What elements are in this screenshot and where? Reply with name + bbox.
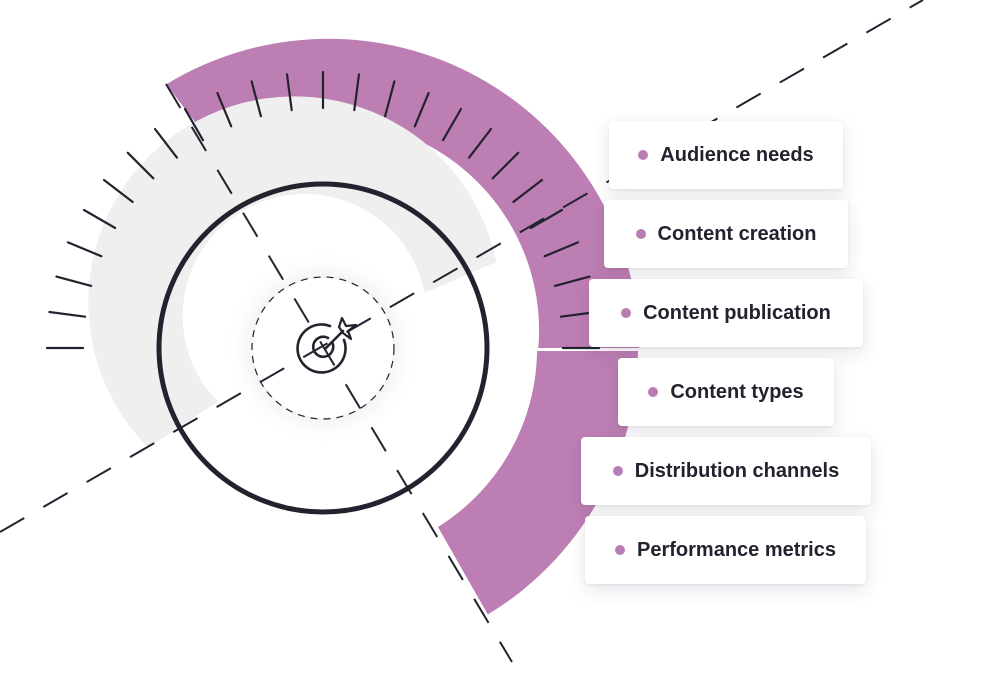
bullet-dot: [621, 308, 632, 318]
label-distribution-channels: Distribution channels: [581, 437, 871, 505]
tick-mark: [66, 241, 103, 258]
tick-mark: [553, 275, 591, 287]
outer-accent-arc: [166, 38, 640, 615]
tick-mark: [512, 178, 544, 203]
tick-mark: [55, 275, 93, 287]
tick-mark: [102, 178, 134, 203]
label-text: Audience needs: [660, 143, 814, 166]
target-with-arrow-icon: [296, 316, 358, 374]
label-performance-metrics: Performance metrics: [585, 516, 866, 584]
dashed-axis-secondary: [165, 83, 513, 663]
dashed-axis-primary: [0, 0, 924, 533]
label-text: Content publication: [643, 301, 831, 324]
bullet-dot: [648, 387, 659, 397]
tick-mark: [126, 151, 155, 180]
tick-mark: [468, 127, 493, 159]
tick-mark: [183, 107, 205, 142]
label-text: Performance metrics: [637, 538, 836, 561]
tick-mark: [441, 107, 463, 142]
tick-mark: [153, 127, 178, 159]
label-content-types: Content types: [618, 358, 834, 426]
dark-ring: [156, 181, 490, 515]
tick-mark: [413, 91, 430, 128]
label-content-creation: Content creation: [604, 200, 848, 268]
label-audience-needs: Audience needs: [609, 121, 843, 189]
center-dashed-circle: [251, 276, 395, 420]
tick-mark: [543, 241, 580, 258]
tick-mark: [353, 73, 361, 112]
bullet-dot: [615, 545, 625, 555]
label-content-publication: Content publication: [589, 279, 863, 347]
label-text: Distribution channels: [634, 459, 840, 482]
bullet-dot: [612, 466, 623, 476]
middle-gray-arc: [88, 96, 497, 448]
tick-mark: [250, 80, 262, 118]
tick-mark: [82, 208, 117, 230]
label-text: Content types: [670, 380, 804, 403]
bullet-dot: [635, 229, 646, 239]
tick-marks: [45, 70, 601, 350]
label-text: Content creation: [657, 222, 817, 245]
tick-mark: [384, 80, 396, 118]
bullet-dot: [638, 150, 649, 160]
tick-mark: [48, 310, 87, 318]
tick-mark: [529, 208, 564, 230]
tick-mark: [285, 73, 293, 112]
tick-mark: [491, 151, 520, 180]
tick-mark: [216, 91, 233, 128]
